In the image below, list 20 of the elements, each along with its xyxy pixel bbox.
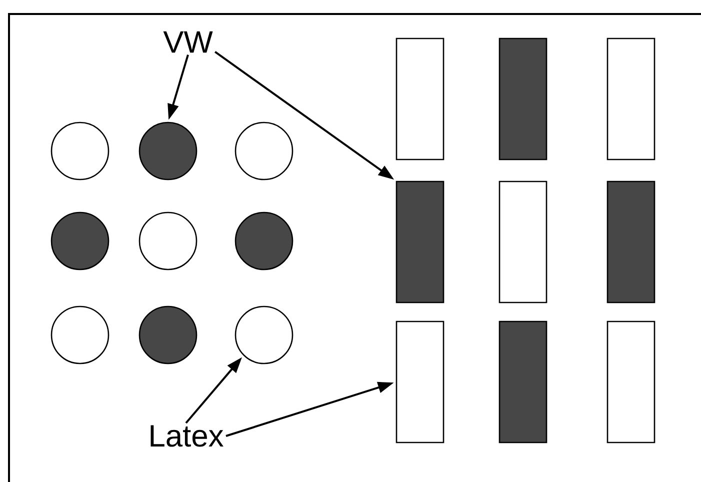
bar (498, 320, 548, 444)
label-text: VW (163, 31, 213, 53)
circle (234, 306, 294, 364)
circle (50, 212, 110, 270)
circle (138, 122, 198, 180)
bar (396, 320, 444, 444)
bar (396, 180, 444, 304)
circle (234, 212, 294, 270)
bar (498, 38, 548, 160)
circle (234, 122, 294, 180)
bar (606, 180, 656, 304)
circle (138, 306, 198, 364)
circle (50, 306, 110, 364)
circle (138, 212, 198, 270)
bar (606, 320, 656, 444)
bar (396, 38, 444, 160)
bar (498, 180, 548, 304)
bar (606, 38, 656, 160)
label-text: Latex (150, 425, 224, 447)
circle (50, 122, 110, 180)
